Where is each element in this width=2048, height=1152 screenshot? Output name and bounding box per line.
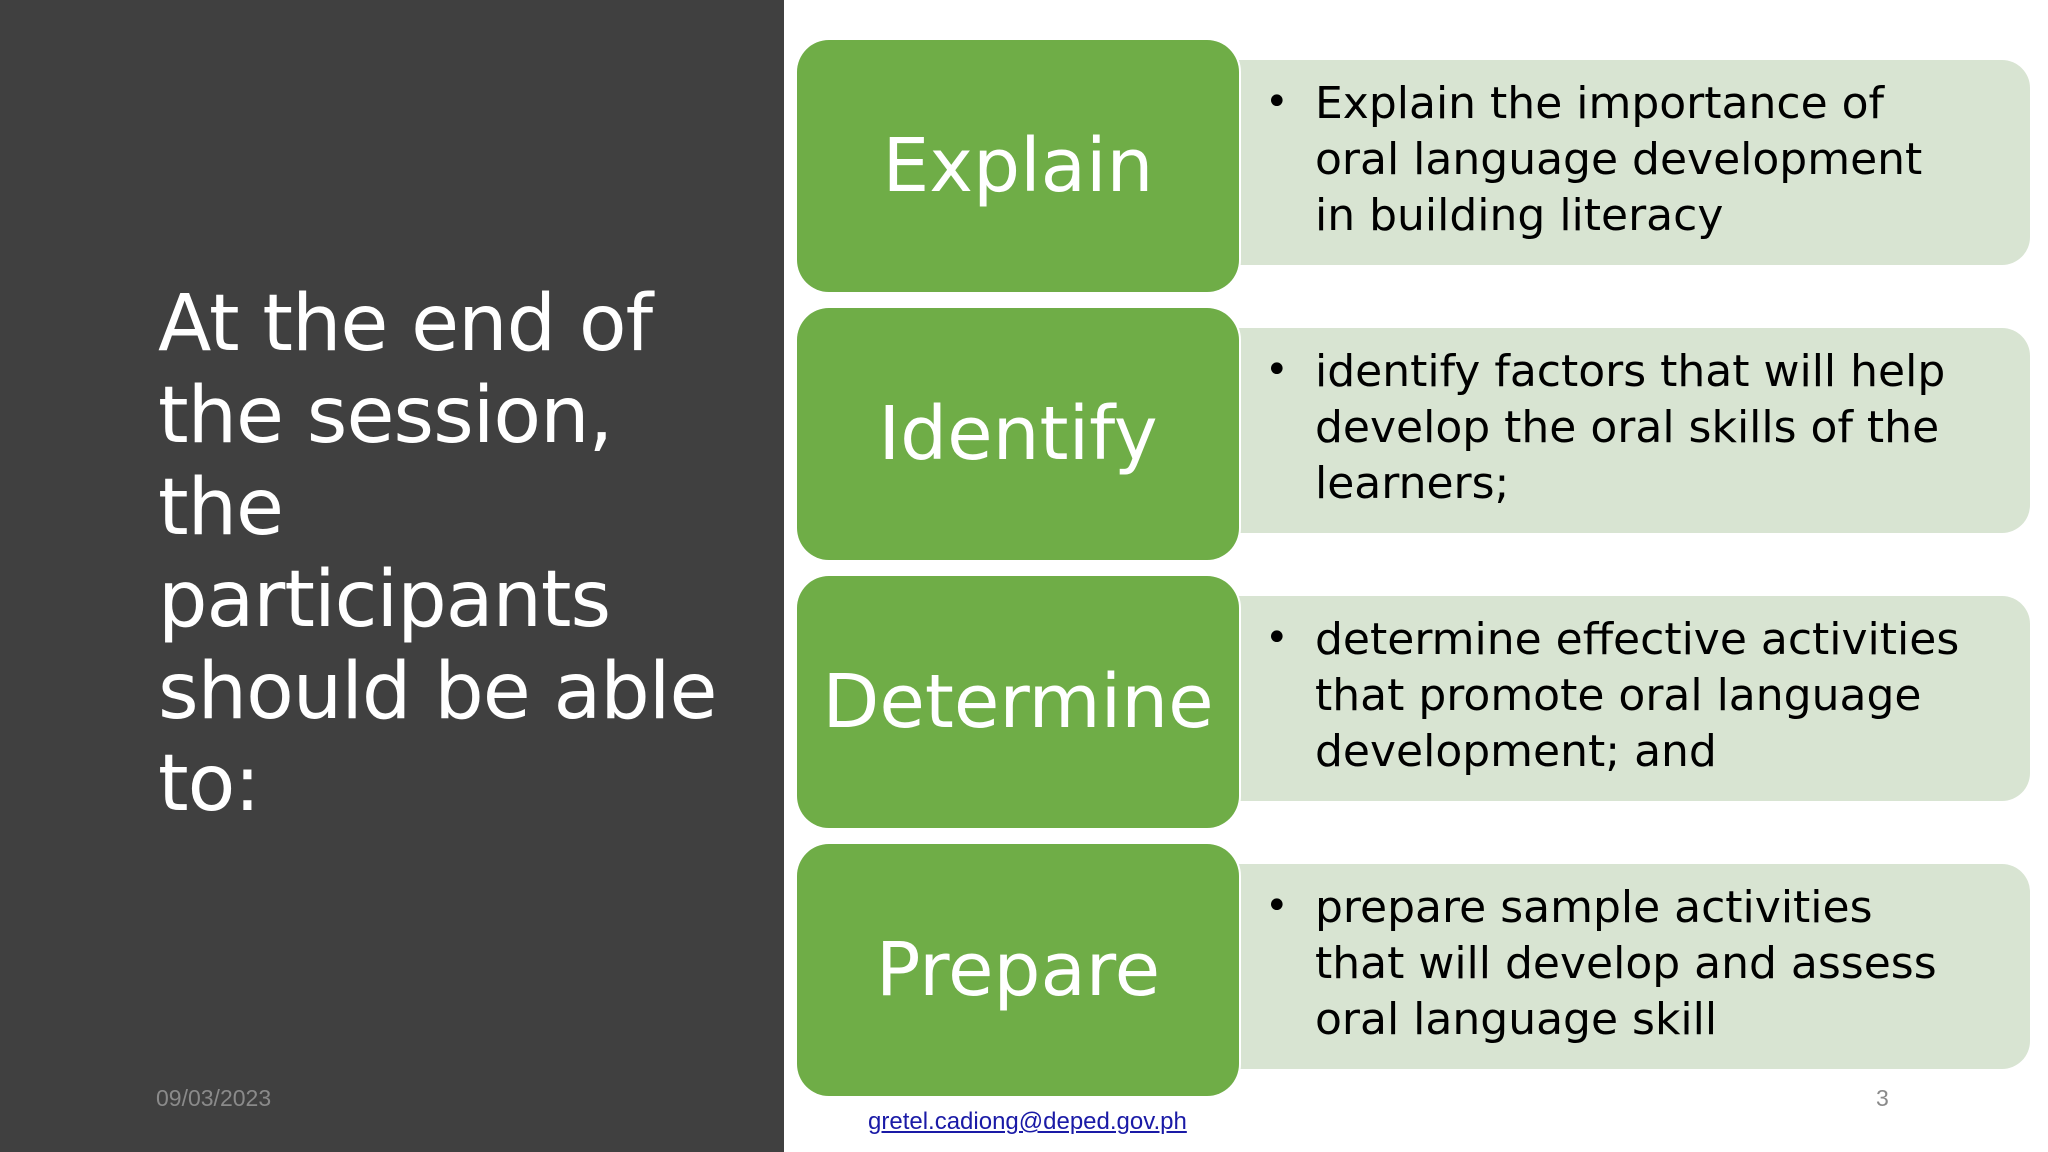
objective-row-determine: • determine effective activities that pr… xyxy=(797,576,2030,828)
bullet-icon: • xyxy=(1265,79,1289,125)
objective-row-prepare: • prepare sample activities that will de… xyxy=(797,844,2030,1096)
footer-email-link[interactable]: gretel.cadiong@deped.gov.ph xyxy=(868,1108,1187,1135)
page-number: 3 xyxy=(1876,1085,1889,1111)
objective-description: • Explain the importance of oral languag… xyxy=(1227,60,2030,265)
slide-date: 09/03/2023 xyxy=(156,1085,272,1111)
objective-keyword: Explain xyxy=(797,40,1239,292)
slide-title: At the end of the session, the participa… xyxy=(158,279,717,829)
objective-text: prepare sample activities that will deve… xyxy=(1315,882,1937,1045)
title-panel: At the end of the session, the participa… xyxy=(0,0,784,1152)
objective-description: • identify factors that will help develo… xyxy=(1227,328,2030,533)
objective-text: Explain the importance of oral language … xyxy=(1315,78,1923,241)
objective-row-identify: • identify factors that will help develo… xyxy=(797,308,2030,560)
objective-description: • determine effective activities that pr… xyxy=(1227,596,2030,801)
bullet-icon: • xyxy=(1265,615,1289,661)
objective-keyword: Prepare xyxy=(797,844,1239,1096)
bullet-icon: • xyxy=(1265,883,1289,929)
objective-text: determine effective activities that prom… xyxy=(1315,614,1960,777)
objective-text: identify factors that will help develop … xyxy=(1315,346,1946,509)
objective-keyword: Identify xyxy=(797,308,1239,560)
objective-row-explain: • Explain the importance of oral languag… xyxy=(797,40,2030,292)
bullet-icon: • xyxy=(1265,347,1289,393)
objective-keyword: Determine xyxy=(797,576,1239,828)
objective-description: • prepare sample activities that will de… xyxy=(1227,864,2030,1069)
